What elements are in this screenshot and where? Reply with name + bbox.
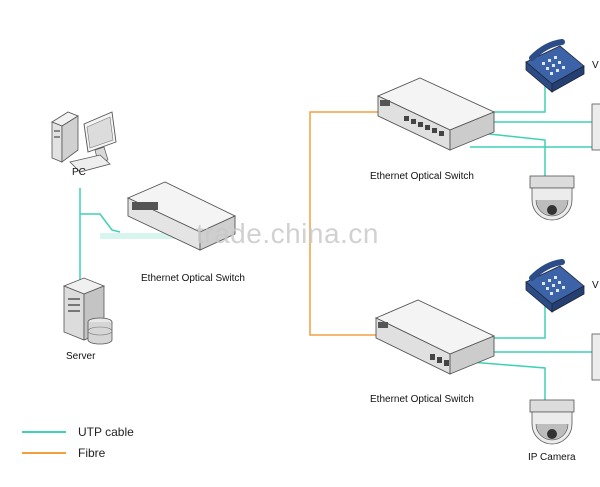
switch-top-label: Ethernet Optical Switch (370, 171, 474, 182)
pc-icon (51, 111, 117, 173)
switch-bottom-label: Ethernet Optical Switch (370, 394, 474, 405)
legend-utp-label: UTP cable (78, 425, 134, 439)
voip-top-label: V (592, 60, 599, 71)
voip-phone-top-icon (525, 39, 585, 93)
watermark: trade.china.cn (196, 218, 379, 249)
voip-phone-bottom-icon (525, 259, 585, 313)
switch-left-label: Ethernet Optical Switch (141, 273, 245, 284)
legend-utp: UTP cable (22, 424, 134, 440)
left-switch-icon (126, 181, 237, 251)
legend-fibre: Fibre (22, 445, 105, 461)
utp-bottom-camera (469, 361, 546, 400)
voip-bottom-label: V (592, 280, 599, 291)
server-label: Server (66, 351, 96, 362)
ip-camera-label: IP Camera (528, 452, 576, 463)
bottom-switch-icon (374, 299, 496, 375)
fibre-link (309, 111, 383, 336)
ip-camera-bottom-icon (529, 399, 575, 445)
edge-device-top-icon (591, 103, 600, 151)
ip-camera-top-icon (529, 175, 575, 221)
top-switch-icon (376, 77, 496, 151)
pc-label: PC (72, 167, 86, 178)
fibre-swatch (22, 452, 66, 454)
utp-top-camera (469, 131, 546, 178)
server-icon (62, 277, 113, 345)
utp-swatch (22, 431, 66, 433)
utp-link-to-left-switch (80, 213, 121, 233)
edge-device-bottom-icon (591, 333, 600, 381)
legend-fibre-label: Fibre (78, 446, 106, 460)
utp-bottom-voip (470, 300, 546, 339)
